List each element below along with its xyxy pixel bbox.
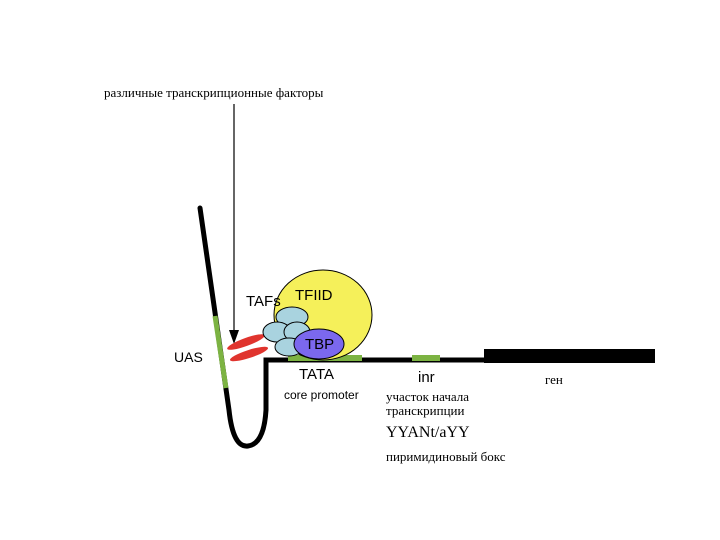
transcription-factors-label: различные транскрипционные факторы bbox=[104, 85, 324, 100]
transcription-start-site-label: участок начала транскрипции bbox=[386, 389, 470, 418]
arrow-head bbox=[229, 330, 239, 344]
uas-element bbox=[212, 315, 229, 389]
core-promoter-label: core promoter bbox=[284, 388, 359, 402]
uas-label: UAS bbox=[174, 349, 203, 365]
consensus-sequence-label: YYANt/aYY bbox=[386, 424, 470, 441]
pyrimidine-box-label: пиримидиновый бокс bbox=[386, 449, 506, 464]
inr-label: inr bbox=[418, 369, 435, 386]
dna-loop bbox=[197, 205, 638, 449]
tbp-label: TBP bbox=[305, 336, 335, 353]
tfiid-label: TFIID bbox=[295, 287, 333, 304]
activator-protein bbox=[227, 334, 265, 350]
gene-block bbox=[484, 349, 655, 363]
activator-protein bbox=[229, 346, 269, 362]
tafs-label: TAFs bbox=[246, 293, 281, 310]
inr-element bbox=[412, 355, 440, 361]
tbp-protein bbox=[293, 328, 345, 360]
gene-label: ген bbox=[545, 372, 563, 387]
tata-label: TATA bbox=[299, 366, 334, 383]
